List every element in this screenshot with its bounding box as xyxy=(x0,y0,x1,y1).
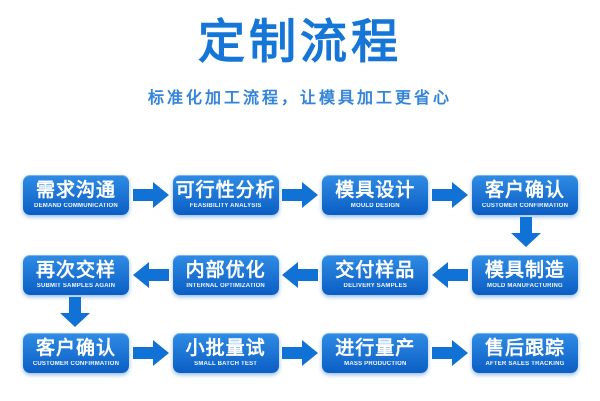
step-label-zh: 小批量试 xyxy=(185,338,266,359)
step-label-zh: 交付样品 xyxy=(335,260,416,281)
flow-step: 客户确认 CUSTOMER CONFIRMATION xyxy=(471,175,578,215)
arrow-right-icon xyxy=(282,340,319,366)
flow-step: 内部优化 INTERNAL OPTIMIZATION xyxy=(172,255,279,295)
flow-step: 模具制造 MOLD MANUFACTURING xyxy=(471,255,578,295)
step-label-zh: 客户确认 xyxy=(484,180,565,201)
step-label-zh: 内部优化 xyxy=(185,260,266,281)
step-label-zh: 进行量产 xyxy=(335,338,416,359)
arrow-right-icon xyxy=(132,340,169,366)
step-label-en: MOLD MANUFACTURING xyxy=(487,283,563,289)
flow-step: 售后跟踪 AFTER SALES TRACKING xyxy=(471,333,578,373)
arrow-right-icon xyxy=(132,182,169,208)
step-label-en: DEMAND COMMUNICATION xyxy=(34,203,118,209)
step-label-en: SMALL BATCH TEST xyxy=(194,361,258,367)
step-label-zh: 可行性分析 xyxy=(175,180,276,201)
step-label-zh: 客户确认 xyxy=(35,338,116,359)
arrow-right-icon xyxy=(432,340,469,366)
step-label-en: FEASIBILITY ANALYSIS xyxy=(189,203,262,209)
step-label-zh: 再次交样 xyxy=(35,260,116,281)
arrow-left-icon xyxy=(132,262,169,288)
step-label-en: CUSTOMER CONFIRMATION xyxy=(32,361,120,367)
step-label-en: MASS PRODUCTION xyxy=(344,361,407,367)
step-label-en: INTERNAL OPTIMIZATION xyxy=(186,283,265,289)
page-subtitle: 标准化加工流程，让模具加工更省心 xyxy=(147,90,452,107)
page-title: 定制流程 xyxy=(198,15,402,68)
flow-step: 客户确认 CUSTOMER CONFIRMATION xyxy=(23,333,129,373)
flow-row-1: 需求沟通 DEMAND COMMUNICATION 可行性分析 FEASIBIL… xyxy=(23,175,578,215)
flow-row-3: 客户确认 CUSTOMER CONFIRMATION 小批量试 SMALL BA… xyxy=(23,333,578,373)
step-label-zh: 售后跟踪 xyxy=(484,338,565,359)
flow-step: 模具设计 MOULD DESIGN xyxy=(322,175,429,215)
step-label-en: MOULD DESIGN xyxy=(350,203,400,209)
flow-step: 可行性分析 FEASIBILITY ANALYSIS xyxy=(172,175,279,215)
flow-step: 再次交样 SUBMIT SAMPLES AGAIN xyxy=(23,255,129,295)
flow-step: 小批量试 SMALL BATCH TEST xyxy=(172,333,279,373)
step-label-zh: 模具制造 xyxy=(484,260,565,281)
flow-step: 进行量产 MASS PRODUCTION xyxy=(322,333,429,373)
step-label-en: CUSTOMER CONFIRMATION xyxy=(481,203,569,209)
step-label-en: DELIVERY SAMPLES xyxy=(343,283,408,289)
arrow-down-icon xyxy=(511,217,541,252)
flow-step: 需求沟通 DEMAND COMMUNICATION xyxy=(23,175,129,215)
step-label-zh: 需求沟通 xyxy=(35,180,116,201)
step-label-en: SUBMIT SAMPLES AGAIN xyxy=(36,283,116,289)
arrow-left-icon xyxy=(282,262,319,288)
arrow-right-icon xyxy=(282,182,319,208)
flow-step: 交付样品 DELIVERY SAMPLES xyxy=(322,255,429,295)
arrow-down-icon xyxy=(60,297,90,332)
arrow-left-icon xyxy=(432,262,469,288)
step-label-zh: 模具设计 xyxy=(335,180,416,201)
step-label-en: AFTER SALES TRACKING xyxy=(485,361,565,367)
flow-row-2: 再次交样 SUBMIT SAMPLES AGAIN 内部优化 INTERNAL … xyxy=(23,255,578,295)
arrow-right-icon xyxy=(432,182,469,208)
